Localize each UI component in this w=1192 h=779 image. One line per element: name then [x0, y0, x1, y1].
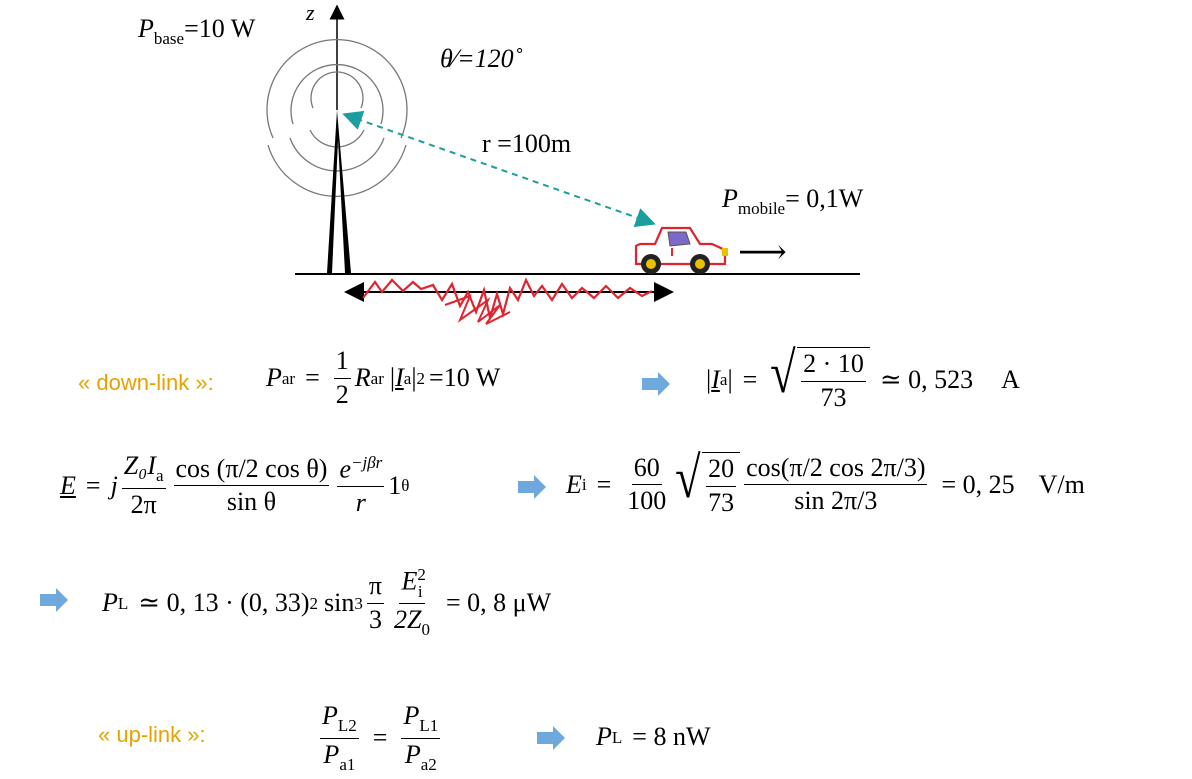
p-base-sub: base [153, 29, 185, 48]
implies-arrow-icon [537, 726, 565, 750]
car-direction-arrow: ⟶ [738, 234, 787, 271]
p-mobile-label: Pmobile= 0,1W [722, 184, 864, 218]
p-mobile-symbol: P [722, 184, 738, 213]
cos-fraction: cos (π/2 cos θ)sin θ [173, 453, 330, 517]
pl-result: = 0, 8 μW [446, 588, 552, 618]
ei-unit: V/m [1038, 469, 1085, 499]
ei-result: = 0, 25 [941, 469, 1015, 499]
z-axis-label: z [306, 0, 315, 25]
ia-unit: A [1001, 364, 1020, 394]
downlink-lhs-sub: ar [281, 368, 296, 388]
downlink-result: =10 W [429, 363, 501, 393]
p-mobile-sub: mobile [737, 199, 786, 218]
car [634, 226, 728, 274]
distance-text: r =100m [482, 129, 572, 158]
implies-arrow-icon [40, 588, 68, 612]
implies-arrow-icon [642, 372, 670, 396]
uplink-label: « up-link »: [98, 722, 206, 747]
implies-arrow-icon [518, 475, 546, 499]
p-base-label: Pbase=10 W [138, 14, 256, 48]
ia-approx: ≃ 0, 523 [879, 364, 974, 394]
downlink-eq: = [305, 363, 320, 393]
p-base-value: =10 W [184, 14, 256, 43]
p-base-symbol: P [138, 14, 154, 43]
ground-scribble [362, 277, 653, 319]
distance-label: r =100m [482, 131, 571, 157]
field-e: E [60, 470, 76, 500]
theta-label: θ⁄=120˚ [440, 44, 523, 73]
p-mobile-value: = 0,1W [785, 184, 864, 213]
downlink-lhs: P [266, 363, 282, 393]
antenna-mast [327, 110, 351, 273]
downlink-label: « down-link »: [78, 370, 214, 395]
downlink-r: R [354, 363, 371, 393]
